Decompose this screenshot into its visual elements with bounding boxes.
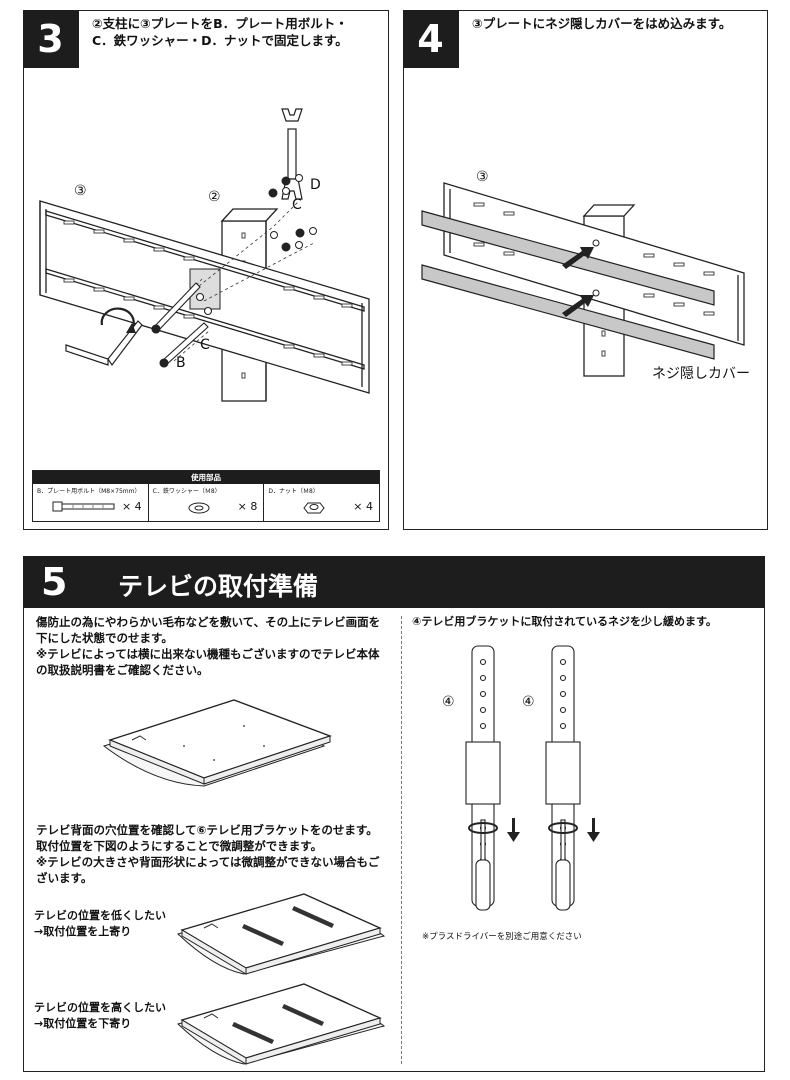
- nut-icon: [303, 502, 325, 514]
- cover-upper: [421, 210, 715, 306]
- step-4-number: 4: [402, 9, 459, 68]
- tv-bracket-1: [465, 645, 501, 907]
- instruction-text-2: テレビ背面の穴位置を確認して⑥テレビ用ブラケットをのせます。 取付位置を下図のよ…: [36, 823, 380, 885]
- step-3-panel: 3 ②支柱に③プレートをB．プレート用ボルト・ C．鉄ワッシャー・D．ナットで固…: [22, 9, 389, 530]
- bracket-screw-illustration: [465, 645, 600, 911]
- rotate-arrow-icon-2: [548, 822, 578, 834]
- part-bolt: B．プレート用ボルト（M8×75mm） × 4: [33, 484, 149, 521]
- parts-table-header: 使用部品: [33, 471, 379, 484]
- bracket-label-1: ④: [442, 694, 455, 710]
- label-c-lower: C: [200, 337, 210, 353]
- step-4-panel: 4 ③プレートにネジ隠しカバーをはめ込みます。: [402, 9, 768, 530]
- nuts-washers-upper: [268, 174, 317, 252]
- insert-arrow-upper: [562, 247, 594, 269]
- step-4-description: ③プレートにネジ隠しカバーをはめ込みます。: [472, 16, 732, 31]
- down-arrow-icon-1: [507, 818, 520, 842]
- label-plate-3: ③: [476, 169, 489, 185]
- label-screw-cover: ネジ隠しカバー: [652, 366, 750, 382]
- label-b: B: [176, 355, 186, 371]
- bracket-label-2: ④: [522, 694, 535, 710]
- part-washer: C．鉄ワッシャー（Ｍ8） × 8: [149, 484, 265, 521]
- label-d: D: [310, 177, 321, 193]
- part-nut-name: D．ナット（Ｍ8）: [268, 488, 319, 495]
- step-5-body: 傷防止の為にやわらかい毛布などを敷いて、その上にテレビ画面を 下にした状態でのせ…: [23, 608, 765, 1072]
- instruction-text-right: ④テレビ用ブラケットに取付されているネジを少し緩めます。: [412, 615, 717, 628]
- high-position-label: テレビの位置を高くしたい →取付位置を下寄り: [34, 1001, 166, 1030]
- step-4-illustration: [421, 182, 745, 377]
- screwdriver-icon-2: [555, 819, 571, 911]
- step-3-illustration: [39, 108, 370, 402]
- bolt-icon: [52, 501, 115, 512]
- rotate-arrow-icon: [100, 307, 135, 330]
- step-5-number: 5: [41, 560, 68, 604]
- label-c-upper: C: [292, 197, 302, 213]
- part-bolt-name: B．プレート用ボルト（M8×75mm）: [37, 488, 141, 495]
- down-arrow-icon-2: [587, 818, 600, 842]
- step-5-title: テレビの取付準備: [118, 572, 319, 601]
- tv-low-position-illustration: [177, 893, 386, 975]
- wrench-icon: [281, 108, 303, 200]
- parts-table: 使用部品 B．プレート用ボルト（M8×75mm） × 4 C．鉄ワッシャー（Ｍ8…: [32, 470, 380, 522]
- screwdriver-icon-1: [475, 819, 491, 911]
- part-nut: D．ナット（Ｍ8） × 4: [264, 484, 379, 521]
- step-3-description: ②支柱に③プレートをB．プレート用ボルト・ C．鉄ワッシャー・D．ナットで固定し…: [92, 16, 348, 48]
- insert-arrow-lower: [562, 295, 594, 317]
- part-bolt-qty: × 4: [121, 500, 142, 513]
- label-pole-2: ②: [208, 189, 221, 205]
- step-5-panel: 5 テレビの取付準備 傷防止の為にやわらかい毛布などを敷いて、その上にテレビ画面…: [23, 556, 765, 1072]
- bolts-illustration: [151, 282, 213, 368]
- washer-icon: [188, 502, 210, 514]
- part-washer-name: C．鉄ワッシャー（Ｍ8）: [152, 488, 221, 495]
- part-washer-qty: × 8: [237, 500, 258, 513]
- tv-high-position-illustration: [177, 983, 386, 1065]
- column-divider: [401, 616, 402, 1064]
- rotate-arrow-icon-1: [468, 822, 498, 834]
- label-plate-3: ③: [74, 183, 87, 199]
- low-position-label: テレビの位置を低くしたい →取付位置を上寄り: [34, 909, 166, 938]
- instruction-text-1: 傷防止の為にやわらかい毛布などを敷いて、その上にテレビ画面を 下にした状態でのせ…: [36, 615, 381, 677]
- screwdriver-note: ※プラスドライバーを別途ご用意ください: [422, 932, 582, 942]
- step-3-number: 3: [22, 9, 79, 68]
- step-5-header: 5 テレビの取付準備: [23, 556, 765, 608]
- part-nut-qty: × 4: [353, 500, 374, 513]
- tv-face-down-illustration: [102, 699, 332, 787]
